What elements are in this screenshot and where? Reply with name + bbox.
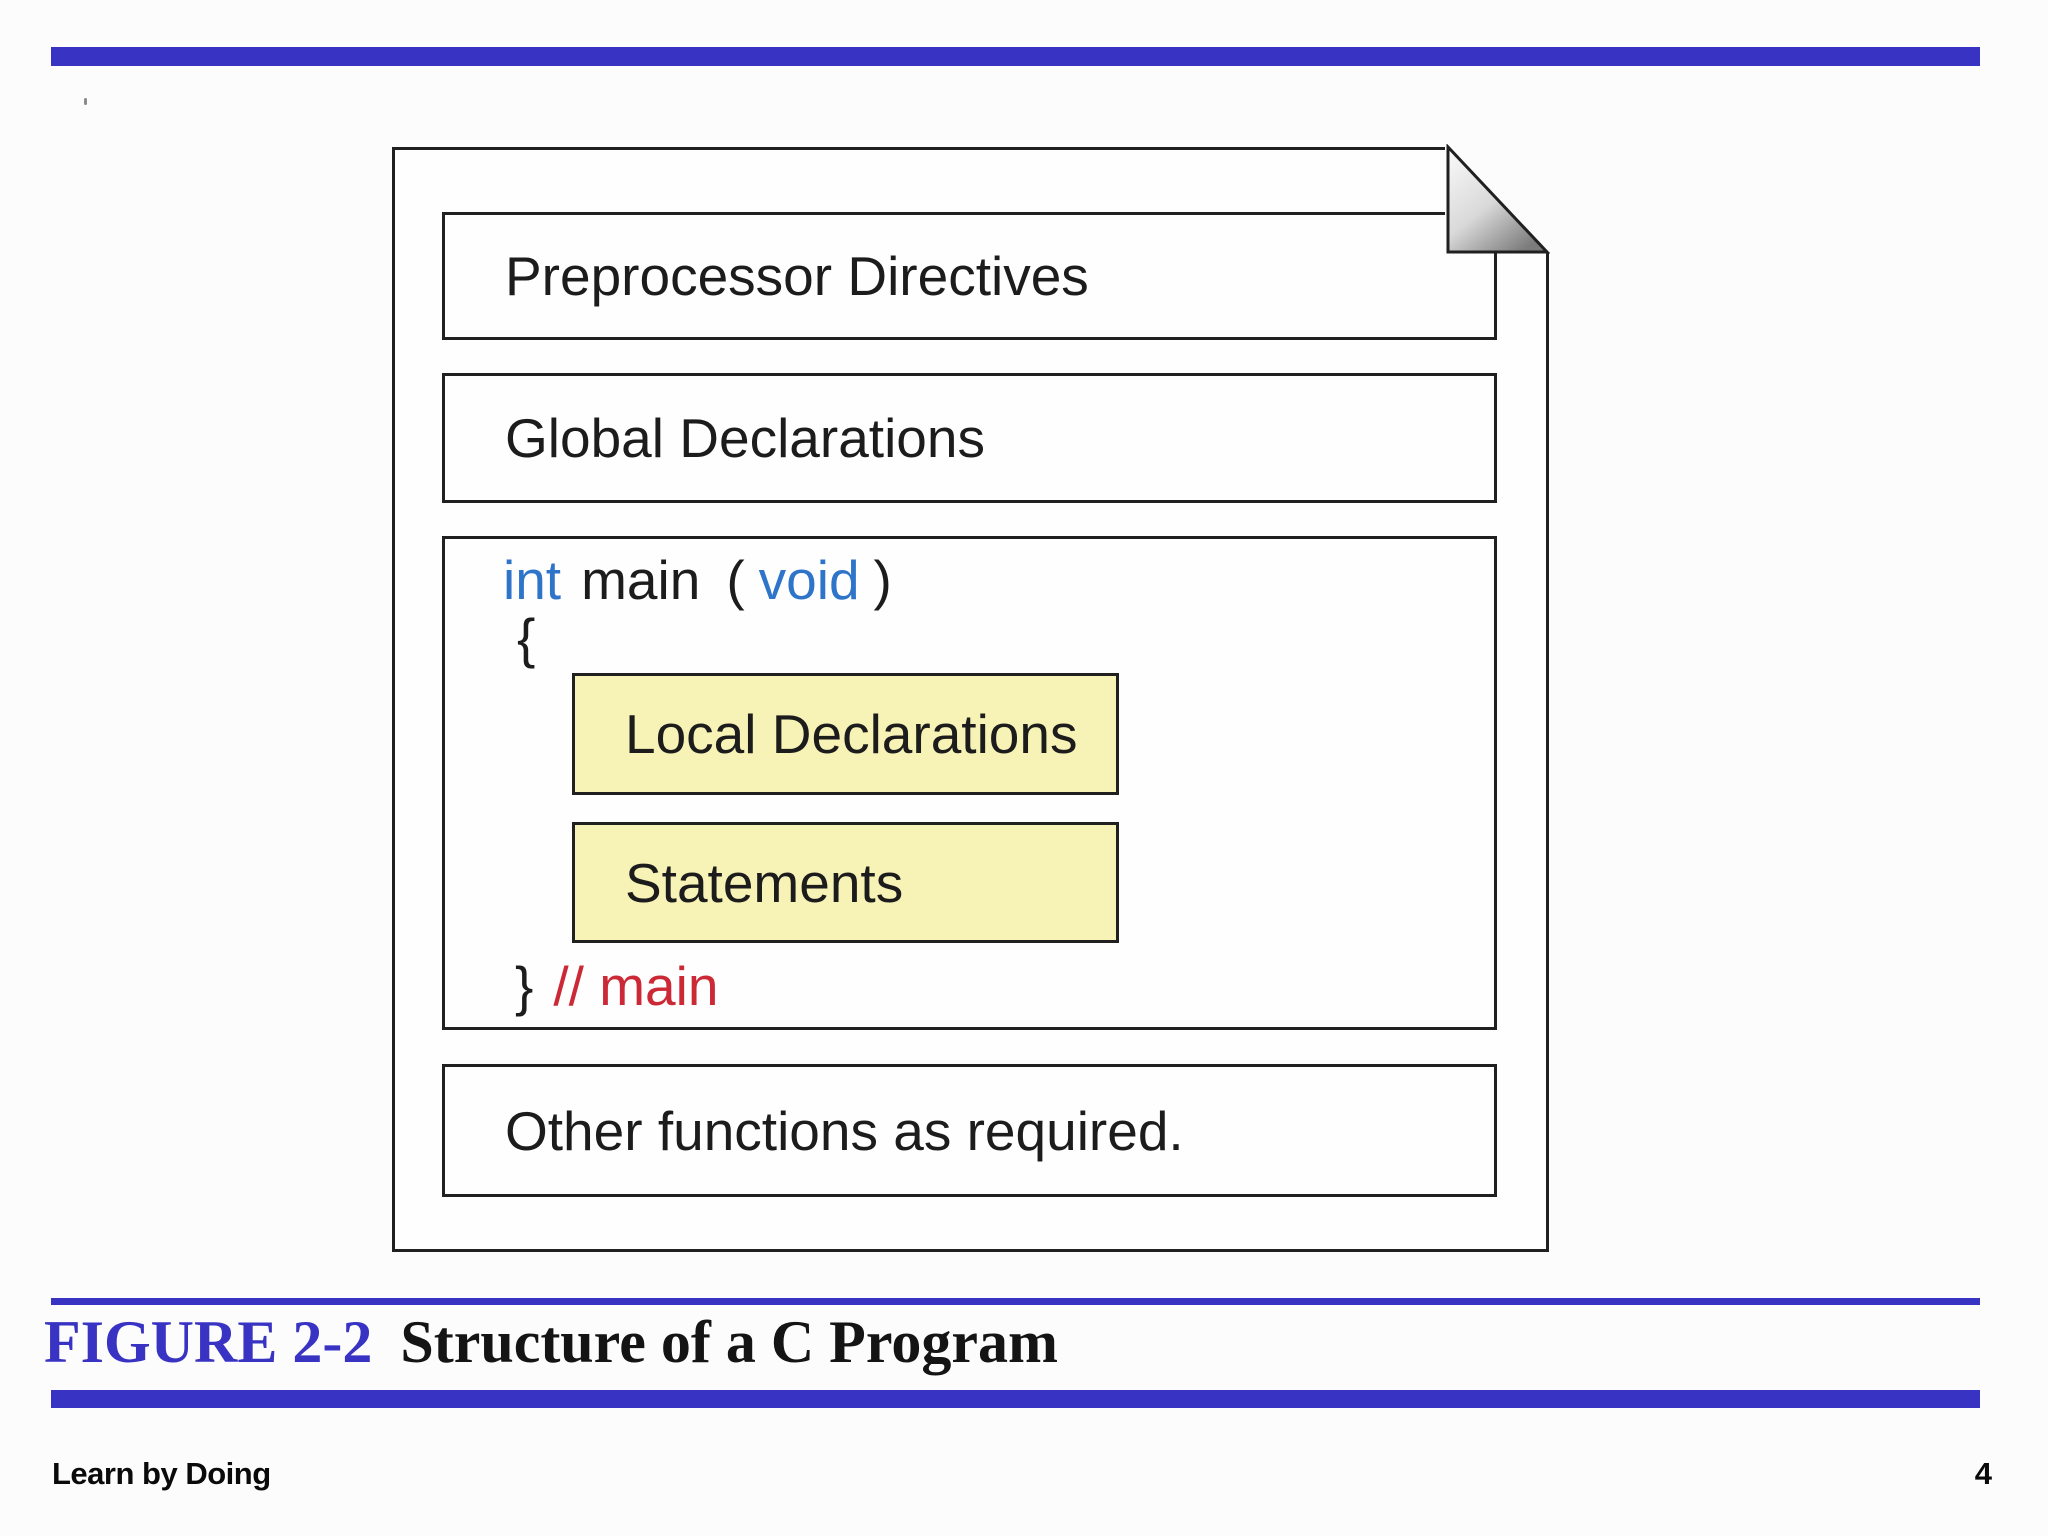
keyword-void: void (758, 549, 860, 611)
footer-course-title: Learn by Doing (52, 1456, 271, 1491)
keyword-int: int (503, 549, 562, 611)
local-declarations-box: Local Declarations (572, 673, 1119, 795)
other-functions-box: Other functions as required. (442, 1064, 1497, 1197)
caption-bottom-rule (51, 1390, 1980, 1408)
global-declarations-label: Global Declarations (505, 407, 985, 469)
statements-label: Statements (625, 851, 904, 914)
preprocessor-directives-box: Preprocessor Directives (442, 212, 1497, 340)
statements-box: Statements (572, 822, 1119, 943)
open-brace: { (517, 607, 536, 669)
function-name-main: main (581, 549, 701, 611)
top-rule-bar (51, 47, 1980, 66)
close-paren: ) (873, 549, 892, 611)
page-fold-corner-icon (1446, 144, 1550, 254)
global-declarations-box: Global Declarations (442, 373, 1497, 503)
caption-top-rule (51, 1298, 1980, 1305)
close-brace: } (515, 955, 534, 1017)
figure-number: FIGURE 2-2 (44, 1309, 373, 1375)
figure-title: Structure of a C Program (400, 1309, 1058, 1375)
main-comment: // main (553, 955, 719, 1017)
local-declarations-label: Local Declarations (625, 703, 1078, 765)
page-number: 4 (1974, 1456, 1992, 1491)
open-paren: ( (726, 549, 745, 611)
main-closing-line: } // main (515, 949, 718, 1023)
figure-caption: FIGURE 2-2 Structure of a C Program (44, 1312, 1058, 1372)
other-functions-label: Other functions as required. (505, 1099, 1184, 1162)
preprocessor-directives-label: Preprocessor Directives (505, 245, 1089, 307)
stray-mark (84, 98, 87, 105)
